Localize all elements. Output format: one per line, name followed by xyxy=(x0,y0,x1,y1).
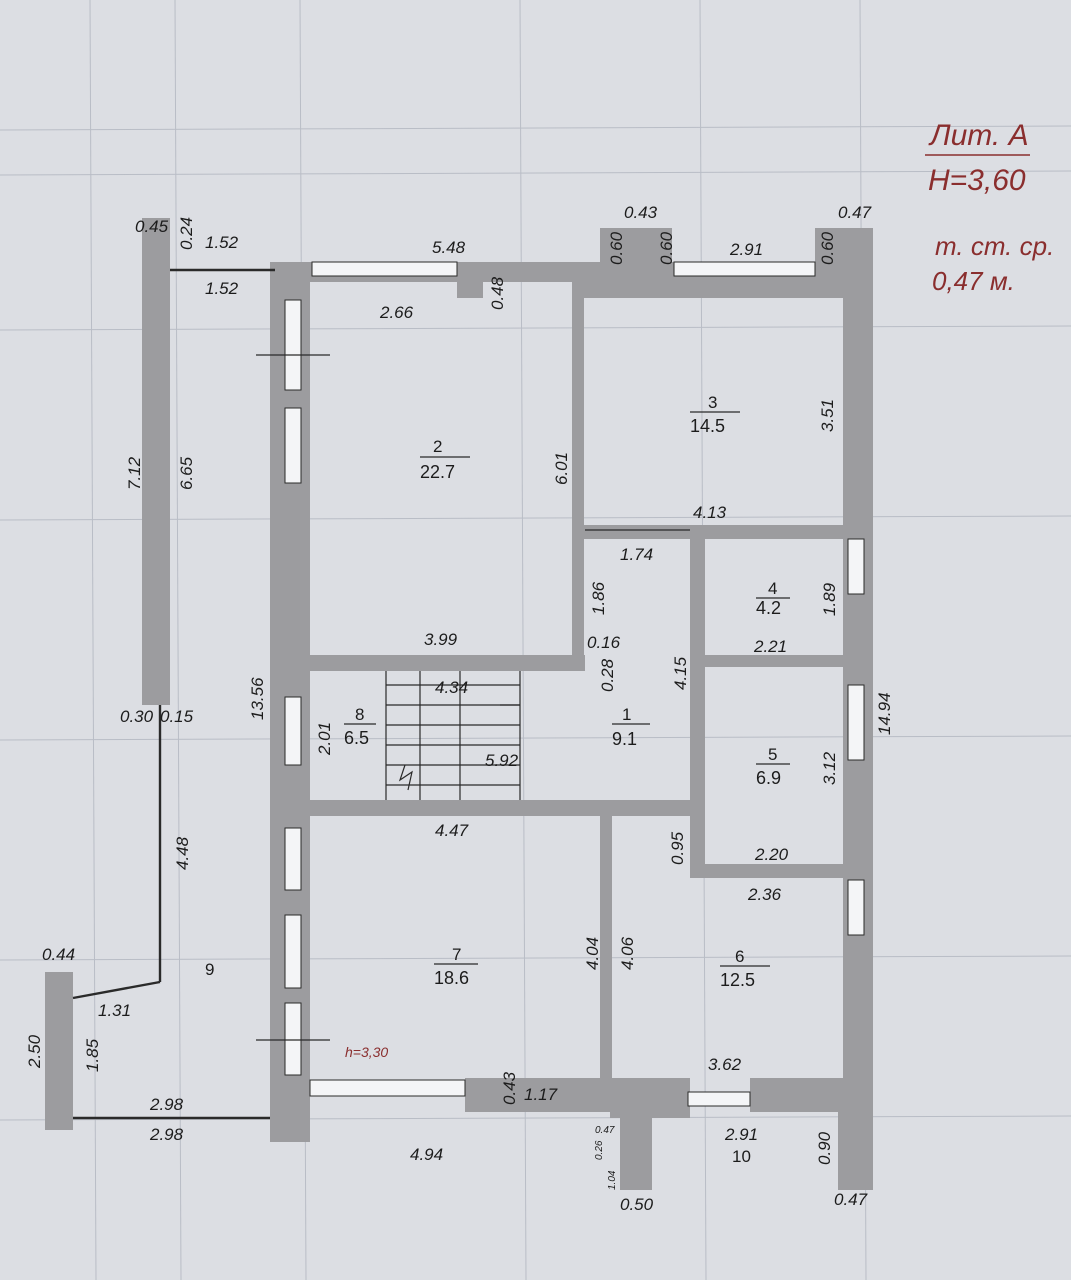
wall-note-line2: 0,47 м. xyxy=(932,266,1015,296)
terrace-outline xyxy=(72,268,275,1120)
height-label: Н=3,60 xyxy=(928,164,1026,197)
dim-label: 0.28 xyxy=(598,658,617,692)
dim-label: 0.30 xyxy=(120,707,154,726)
dim-label: 4.13 xyxy=(693,503,727,522)
dim-label: 2.20 xyxy=(754,845,789,864)
dim-label: 1.89 xyxy=(820,582,839,616)
room-2-number: 2 xyxy=(433,437,442,456)
staircase xyxy=(385,671,521,800)
dim-label: 1.52 xyxy=(205,279,239,298)
dim-label: 1.04 xyxy=(607,1170,618,1190)
dim-label: 2.36 xyxy=(747,885,782,904)
dim-label: 0.90 xyxy=(815,1131,834,1165)
room-5-area: 6.9 xyxy=(756,768,781,788)
dim-label: 0.60 xyxy=(818,231,837,265)
dim-label: 14.94 xyxy=(875,692,894,735)
dim-label: 0.50 xyxy=(620,1195,654,1214)
room-labels: 1 9.1 2 22.7 3 14.5 4 4.2 5 6.9 6 12.5 7… xyxy=(205,393,781,1166)
room-8-number: 8 xyxy=(355,705,364,724)
dim-label: 2.98 xyxy=(149,1095,184,1114)
dim-label: 2.91 xyxy=(724,1125,758,1144)
dim-label: 3.51 xyxy=(818,399,837,432)
dim-label: 2.91 xyxy=(729,240,763,259)
room-1-number: 1 xyxy=(622,705,631,724)
dim-label: 3.12 xyxy=(820,751,839,785)
dim-label: 0.47 xyxy=(838,203,872,222)
dim-label: 3.62 xyxy=(708,1055,742,1074)
dim-label: 4.04 xyxy=(583,937,602,970)
dim-label: 1.74 xyxy=(620,545,653,564)
dim-label: 3.99 xyxy=(424,630,458,649)
wall-note-line1: т. ст. ср. xyxy=(935,231,1054,261)
dim-label: 1.86 xyxy=(589,581,608,615)
room-6-area: 12.5 xyxy=(720,970,755,990)
dim-label: 4.48 xyxy=(173,836,192,870)
dim-label: 0.44 xyxy=(42,945,75,964)
dim-label: 0.24 xyxy=(177,217,196,250)
dim-label: 4.34 xyxy=(435,678,468,697)
dim-label: 1.31 xyxy=(98,1001,131,1020)
room-7-number: 7 xyxy=(452,945,461,964)
dim-label: 0.15 xyxy=(160,707,194,726)
dim-label: 2.01 xyxy=(315,722,334,756)
dim-label: 2.66 xyxy=(379,303,414,322)
room-4-number: 4 xyxy=(768,579,777,598)
room-8-area: 6.5 xyxy=(344,728,369,748)
room-10-number: 10 xyxy=(732,1147,751,1166)
dim-label: 4.06 xyxy=(618,936,637,970)
dim-label: 2.50 xyxy=(25,1034,44,1069)
lit-title: Лит. А xyxy=(928,119,1029,152)
room-3-area: 14.5 xyxy=(690,416,725,436)
room-2-area: 22.7 xyxy=(420,462,455,482)
room-7-area: 18.6 xyxy=(434,968,469,988)
dim-label: 6.65 xyxy=(177,456,196,490)
dim-label: 0.45 xyxy=(135,217,169,236)
dim-label: 0.47 xyxy=(834,1190,868,1209)
dim-label: 2.21 xyxy=(753,637,787,656)
ceiling-note: h=3,30 xyxy=(345,1044,388,1060)
dim-label: 5.48 xyxy=(432,238,466,257)
walls xyxy=(45,218,873,1190)
dim-label: 4.94 xyxy=(410,1145,443,1164)
room-5-number: 5 xyxy=(768,745,777,764)
dim-label: 6.01 xyxy=(552,452,571,485)
dimension-labels: 0.45 0.24 1.52 1.52 5.48 0.48 2.66 0.43 … xyxy=(25,203,894,1214)
dim-label: 0.26 xyxy=(594,1140,605,1160)
dim-label: 0.60 xyxy=(657,231,676,265)
dim-label: 0.43 xyxy=(500,1071,519,1105)
dim-label: 13.56 xyxy=(248,677,267,720)
dim-label: 0.43 xyxy=(624,203,658,222)
dim-label: 1.17 xyxy=(524,1085,558,1104)
dim-label: 1.85 xyxy=(83,1038,102,1072)
door-marks xyxy=(256,354,690,1041)
dim-label: 0.48 xyxy=(488,276,507,310)
dim-label: 5.92 xyxy=(485,751,519,770)
dim-label: 0.16 xyxy=(587,633,621,652)
dim-label: 4.47 xyxy=(435,821,469,840)
dim-label: 0.60 xyxy=(607,231,626,265)
room-1-area: 9.1 xyxy=(612,729,637,749)
dim-label: 4.15 xyxy=(671,656,690,690)
room-3-number: 3 xyxy=(708,393,717,412)
dim-label: 7.12 xyxy=(125,456,144,490)
windows xyxy=(284,261,865,1107)
dim-label: 0.47 xyxy=(595,1125,615,1136)
room-4-area: 4.2 xyxy=(756,598,781,618)
dim-label: 2.98 xyxy=(149,1125,184,1144)
dim-label: 1.52 xyxy=(205,233,239,252)
room-9-number: 9 xyxy=(205,960,214,979)
dim-label: 0.95 xyxy=(668,831,687,865)
room-6-number: 6 xyxy=(735,947,744,966)
